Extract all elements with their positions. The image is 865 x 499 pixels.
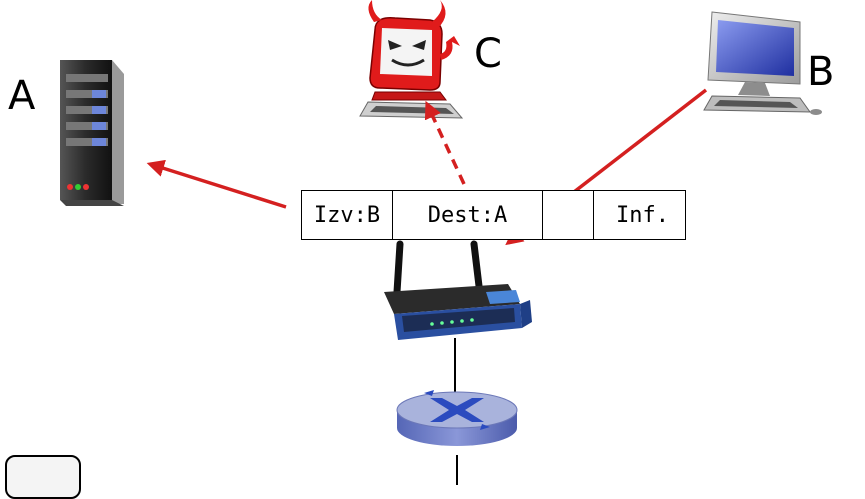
node-c-label: C: [474, 31, 502, 77]
wireless-router-icon: [384, 240, 532, 340]
corner-box: [5, 455, 81, 499]
packet-info-field: Inf.: [616, 202, 669, 228]
packet-destination-field: Dest:A: [393, 191, 543, 239]
network-switch-icon: [396, 390, 518, 446]
devil-computer-icon: [359, 0, 464, 119]
arrow-to-c-dashed: [424, 100, 466, 185]
packet-empty-field: [543, 191, 594, 239]
node-a-label: A: [8, 73, 36, 119]
arrow-to-a: [146, 159, 287, 209]
network-diagram: [60, 0, 822, 485]
desktop-computer-icon: [703, 11, 822, 115]
server-icon: [60, 60, 124, 206]
packet-header: Izv:B Dest:A Inf.: [301, 190, 686, 240]
node-b-label: B: [807, 49, 835, 95]
packet-source-field: Izv:B: [302, 191, 393, 239]
